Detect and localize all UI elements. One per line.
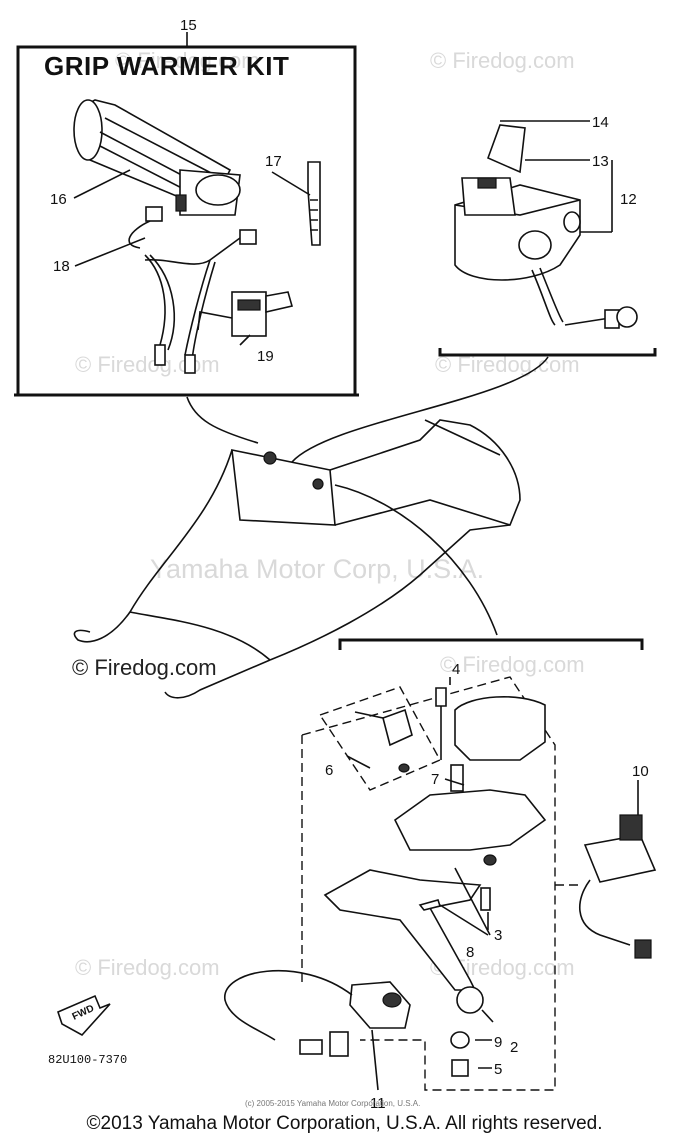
- callout-number: 4: [452, 661, 460, 678]
- assembly-arrow: [291, 356, 549, 463]
- callout-number: 19: [257, 348, 274, 365]
- callout-number: 9: [494, 1034, 502, 1051]
- housing-frame: [438, 348, 657, 357]
- callout-number: 5: [494, 1061, 502, 1078]
- kit-frame: [16, 45, 357, 395]
- watermark: Yamaha Motor Corp, U.S.A.: [150, 554, 484, 584]
- lever-frame: [338, 638, 644, 650]
- callout-number: 15: [180, 17, 197, 34]
- watermark-dark: © Firedog.com: [72, 655, 217, 680]
- watermark: © Firedog.com: [75, 352, 220, 377]
- watermark: © Firedog.com: [430, 48, 575, 73]
- watermark: © Firedog.com: [75, 955, 220, 980]
- callout-number: 17: [265, 153, 282, 170]
- switch-housing-panel: 14 13 12: [438, 114, 657, 357]
- callout-number: 2: [510, 1039, 518, 1056]
- switch-part: [197, 291, 294, 337]
- callout-number: 16: [50, 191, 67, 208]
- exploded-parts-diagram: © Firedog.com © Firedog.com © Firedog.co…: [14, 17, 657, 1110]
- callout-leader: [271, 171, 311, 196]
- grip-warmer-kit-panel: GRIP WARMER KIT: [14, 17, 359, 397]
- callout-number: 10: [632, 763, 649, 780]
- callout-number: 3: [494, 927, 502, 944]
- grip-heater-part: [73, 99, 241, 216]
- callout-number: 11: [370, 1095, 386, 1110]
- kit-title: GRIP WARMER KIT: [44, 51, 289, 81]
- callout-number: 13: [592, 153, 609, 170]
- callout-leader: [73, 169, 131, 199]
- watermark: © Firedog.com: [440, 652, 585, 677]
- callout-number: 14: [592, 114, 609, 131]
- callout-leaders: [346, 677, 639, 1091]
- forward-arrow-icon: FWD: [57, 994, 111, 1037]
- assembly-arrow: [334, 484, 498, 636]
- callout-number: 6: [325, 762, 333, 779]
- callout-leader: [74, 237, 146, 267]
- assembly-arrow: [186, 396, 259, 444]
- callout-leader: [239, 334, 251, 346]
- snowmobile-body: [73, 419, 521, 699]
- callout-number: 12: [620, 191, 637, 208]
- callout-number: 7: [431, 771, 439, 788]
- diagram-part-code: 82U100-7370: [48, 1053, 127, 1067]
- wire-harness-part: [128, 206, 257, 374]
- wire-tie-part: [307, 161, 321, 246]
- footer-copyright: ©2013 Yamaha Motor Corporation, U.S.A. A…: [86, 1113, 603, 1134]
- brake-lever-assembly: [224, 638, 657, 1091]
- small-copyright: (c) 2005-2015 Yamaha Motor Corporation, …: [245, 1099, 420, 1108]
- callout-number: 8: [466, 944, 474, 961]
- watermark: © Firedog.com: [115, 48, 260, 73]
- callout-number: 18: [53, 258, 70, 275]
